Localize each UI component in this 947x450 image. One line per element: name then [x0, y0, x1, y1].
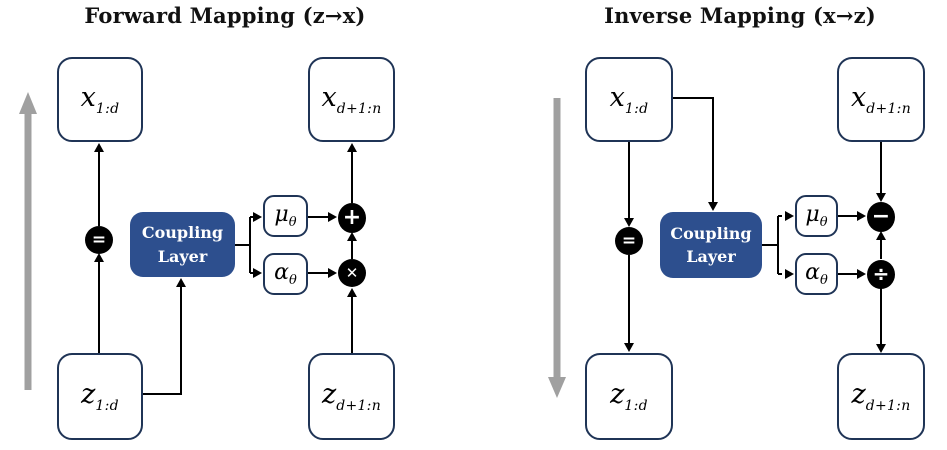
- inverse-coupling-layer-block: Coupling Layer: [660, 212, 762, 278]
- inverse-box-z-1d: z1:d: [585, 353, 673, 440]
- inverse-mu-label: μθ: [805, 202, 828, 230]
- inverse-coupling-layer-line2: Layer: [686, 247, 736, 266]
- forward-alpha-box: αθ: [263, 253, 308, 295]
- forward-mu-label: μθ: [274, 202, 297, 230]
- forward-alpha-label: αθ: [274, 260, 297, 288]
- inverse-box-z-1d-label: z1:d: [610, 379, 648, 414]
- forward-add-operator-icon: +: [338, 203, 366, 233]
- inverse-alpha-label: αθ: [805, 260, 828, 288]
- forward-arrowheads: [94, 143, 357, 297]
- inverse-box-z-d1n: zd+1:n: [837, 353, 925, 440]
- inverse-box-x-1d: x1:d: [585, 57, 673, 142]
- inverse-box-x-d1n-label: xd+1:n: [850, 82, 912, 117]
- inverse-box-x-d1n: xd+1:n: [837, 57, 925, 142]
- forward-multiply-operator-icon: ✕: [338, 259, 366, 287]
- forward-box-z-d1n-label: zd+1:n: [321, 379, 382, 414]
- forward-direction-up-arrow: [19, 92, 37, 390]
- forward-connector-lines: [98, 152, 353, 395]
- forward-panel-title: Forward Mapping (z→x): [84, 3, 366, 28]
- forward-box-z-1d-label: z1:d: [81, 379, 119, 414]
- inverse-direction-down-arrow: [548, 98, 566, 398]
- inverse-alpha-box: αθ: [795, 253, 838, 295]
- forward-box-x-1d: x1:d: [57, 57, 143, 142]
- forward-box-z-d1n: zd+1:n: [308, 353, 395, 440]
- forward-box-z-1d: z1:d: [57, 353, 143, 440]
- inverse-identity-operator-icon: =: [615, 227, 643, 255]
- forward-coupling-layer-line1: Coupling: [141, 223, 224, 243]
- forward-coupling-layer-block: Coupling Layer: [130, 212, 235, 277]
- inverse-mu-box: μθ: [795, 195, 838, 237]
- forward-identity-operator-icon: =: [85, 226, 113, 254]
- inverse-coupling-layer-line1: Coupling: [670, 223, 752, 243]
- inverse-panel-title: Inverse Mapping (x→z): [604, 3, 876, 28]
- forward-box-x-d1n-label: xd+1:n: [321, 82, 382, 117]
- forward-mu-box: μθ: [263, 195, 308, 237]
- inverse-connector-lines: [628, 97, 882, 344]
- inverse-box-z-d1n-label: zd+1:n: [851, 379, 911, 414]
- inverse-divide-operator-icon: ÷: [867, 260, 895, 289]
- forward-box-x-d1n: xd+1:n: [308, 57, 395, 142]
- forward-coupling-layer-line2: Layer: [157, 246, 208, 266]
- inverse-box-x-1d-label: x1:d: [609, 82, 649, 117]
- inverse-subtract-operator-icon: −: [867, 202, 895, 232]
- inverse-arrowheads: [624, 193, 886, 353]
- forward-box-x-1d-label: x1:d: [80, 82, 120, 117]
